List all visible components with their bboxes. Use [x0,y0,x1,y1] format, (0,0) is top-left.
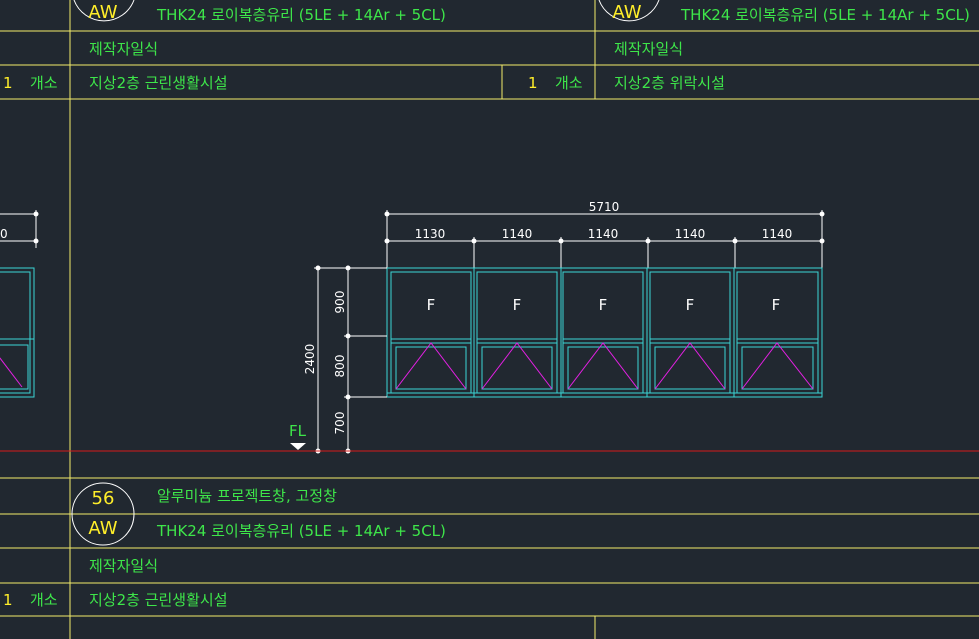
bottom-left-type: 알루미늄 프로젝트창, 고정창 [157,487,337,505]
window-panel-5 [736,271,819,394]
projected-sash-indicators [395,342,814,390]
top-right-location: 지상2층 위락시설 [614,74,725,92]
top-right-unit: 개소 [555,74,583,92]
top-code-circles [73,0,660,22]
panel-width-dim-5: 1140 [762,227,793,241]
bottom-code-circle [71,482,135,546]
bottom-left-code: AW [88,518,117,539]
window-panel-4 [649,271,731,394]
top-left-glass: THK24 로이복층유리 (5LE + 14Ar + 5CL) [156,6,446,24]
top-right-code: AW [612,2,641,23]
total-height-dim: 2400 [303,344,317,375]
floor-level-label: FL [289,422,307,440]
top-left-maker: 제작자일식 [89,40,158,58]
top-left-location: 지상2층 근린생활시설 [89,74,228,92]
total-width-dim: 5710 [589,200,620,214]
panel-width-dim-1: 1130 [415,227,446,241]
panel-label-1: F [427,296,436,314]
panel-width-dim-3: 1140 [588,227,619,241]
window-panel-2 [476,271,558,394]
bottom-left-unit: 개소 [30,591,58,609]
top-left-unit: 개소 [30,74,58,92]
top-right-glass: THK24 로이복층유리 (5LE + 14Ar + 5CL) [680,6,970,24]
floor-level-marker [290,443,306,450]
top-right-maker: 제작자일식 [614,40,683,58]
panel-label-5: F [772,296,781,314]
top-left-qty: 1 [3,74,13,92]
height-dim-middle: 800 [333,355,347,378]
top-right-qty: 1 [528,74,538,92]
bottom-left-number: 56 [92,488,115,509]
panel-label-2: F [513,296,522,314]
window-panel-1 [390,271,472,394]
panel-label-4: F [686,296,695,314]
bottom-left-location: 지상2층 근린생활시설 [89,591,228,609]
bottom-schedule-table [0,477,979,639]
panel-width-dim-4: 1140 [675,227,706,241]
left-partial-elevation: 0 [0,210,39,398]
bottom-left-qty: 1 [3,591,13,609]
top-left-code: AW [88,2,117,23]
bottom-left-maker: 제작자일식 [89,557,158,575]
bottom-left-glass: THK24 로이복층유리 (5LE + 14Ar + 5CL) [156,522,446,540]
panel-label-3: F [599,296,608,314]
height-dim-lower: 700 [333,412,347,435]
window-elevation: 5710 1130 1140 1140 1140 1140 [289,200,825,454]
panel-width-dim-2: 1140 [502,227,533,241]
left-partial-dim: 0 [0,227,8,241]
window-panel-3 [562,271,644,394]
height-dim-upper: 900 [333,291,347,314]
